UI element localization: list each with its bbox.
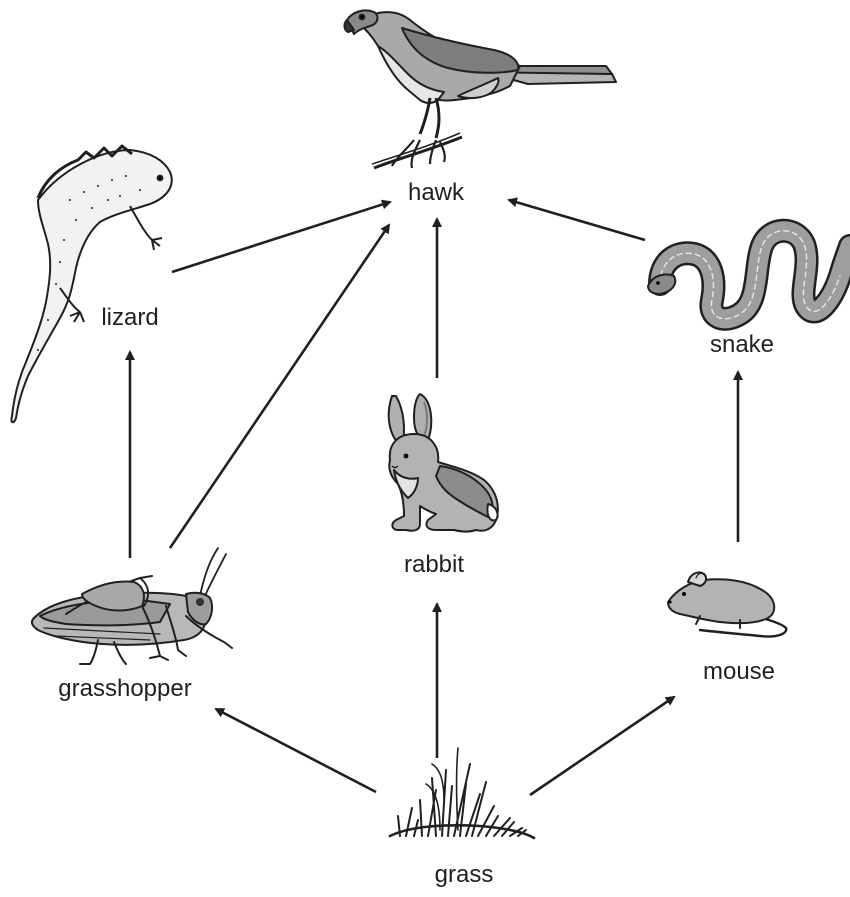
lizard-label: lizard xyxy=(101,306,158,330)
grasshopper-label: grasshopper xyxy=(58,677,191,701)
rabbit-illustration xyxy=(389,394,498,532)
arrow-snake-to-hawk xyxy=(509,200,645,240)
grass-illustration xyxy=(390,748,534,838)
snake-label: snake xyxy=(710,333,774,357)
snake-illustration xyxy=(648,231,850,319)
hawk-label: hawk xyxy=(408,181,464,205)
arrow-lizard-to-hawk xyxy=(172,202,390,272)
arrow-grasshopper-to-hawk xyxy=(170,225,389,548)
mouse-illustration xyxy=(668,572,786,636)
lizard-illustration xyxy=(11,146,171,422)
grass-label: grass xyxy=(435,863,494,887)
rabbit-label: rabbit xyxy=(404,553,464,577)
hawk-illustration xyxy=(344,10,616,168)
mouse-label: mouse xyxy=(703,660,775,684)
arrow-grass-to-grasshopper xyxy=(216,709,376,792)
arrow-grass-to-mouse xyxy=(530,697,674,795)
grasshopper-illustration xyxy=(32,548,232,664)
